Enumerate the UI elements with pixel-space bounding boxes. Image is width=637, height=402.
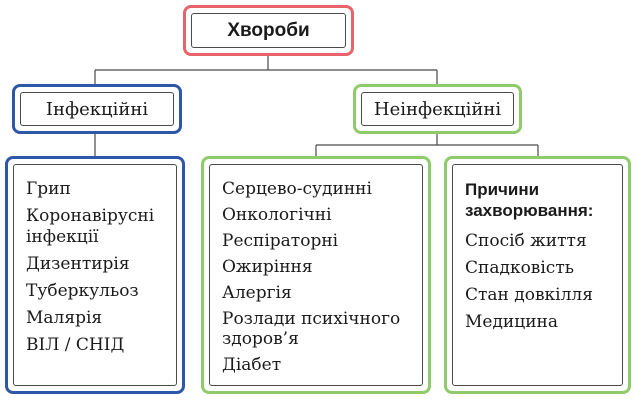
list-item: Алергія: [222, 283, 292, 303]
causes-list: Спосіб життя Спадковість Стан довкілля М…: [465, 231, 625, 339]
infectious-label: Інфекційні: [45, 98, 149, 120]
list-item: Розлади психічного здоров’я: [222, 309, 401, 349]
infectious-node-inner: Інфекційні: [20, 92, 174, 126]
list-item: Ожиріння: [222, 257, 313, 277]
list-item: ВІЛ / СНІД: [26, 335, 125, 355]
root-node: Хвороби: [183, 5, 354, 56]
list-item: Медицина: [465, 312, 558, 332]
noninfectious-node: Неінфекційні: [353, 84, 522, 134]
list-item: Дизентирія: [26, 254, 130, 274]
list-item: Туберкульоз: [26, 281, 139, 301]
list-item: Коронавірусні інфекції: [26, 206, 155, 247]
causes-box: Причини захворювання: Спосіб життя Спадк…: [444, 156, 631, 394]
root-node-inner: Хвороби: [191, 13, 346, 48]
list-item: Стан довкілля: [465, 285, 593, 305]
list-item: Спадковість: [465, 258, 574, 278]
noninfectious-label: Неінфекційні: [373, 98, 502, 120]
noninfectious-list: Серцево-судинні Онкологічні Респіраторні…: [222, 179, 422, 381]
list-item: Грип: [26, 179, 71, 199]
list-item: Малярія: [26, 308, 103, 328]
infectious-list-inner: Грип Коронавірусні інфекції Дизентирія Т…: [13, 164, 177, 386]
list-item: Онкологічні: [222, 205, 332, 225]
infectious-list-box: Грип Коронавірусні інфекції Дизентирія Т…: [5, 156, 185, 394]
list-item: Спосіб життя: [465, 231, 587, 251]
infectious-list: Грип Коронавірусні інфекції Дизентирія Т…: [26, 179, 181, 362]
list-item: Серцево-судинні: [222, 179, 372, 199]
causes-inner: Причини захворювання: Спосіб життя Спадк…: [452, 164, 623, 386]
list-item: Діабет: [222, 355, 282, 375]
root-label: Хвороби: [227, 19, 310, 41]
causes-title: Причини захворювання:: [465, 180, 594, 220]
noninfectious-list-box: Серцево-судинні Онкологічні Респіраторні…: [201, 156, 431, 394]
infectious-node: Інфекційні: [12, 84, 182, 134]
noninfectious-list-inner: Серцево-судинні Онкологічні Респіраторні…: [209, 164, 423, 386]
list-item: Респіраторні: [222, 231, 339, 251]
noninfectious-node-inner: Неінфекційні: [361, 92, 514, 126]
